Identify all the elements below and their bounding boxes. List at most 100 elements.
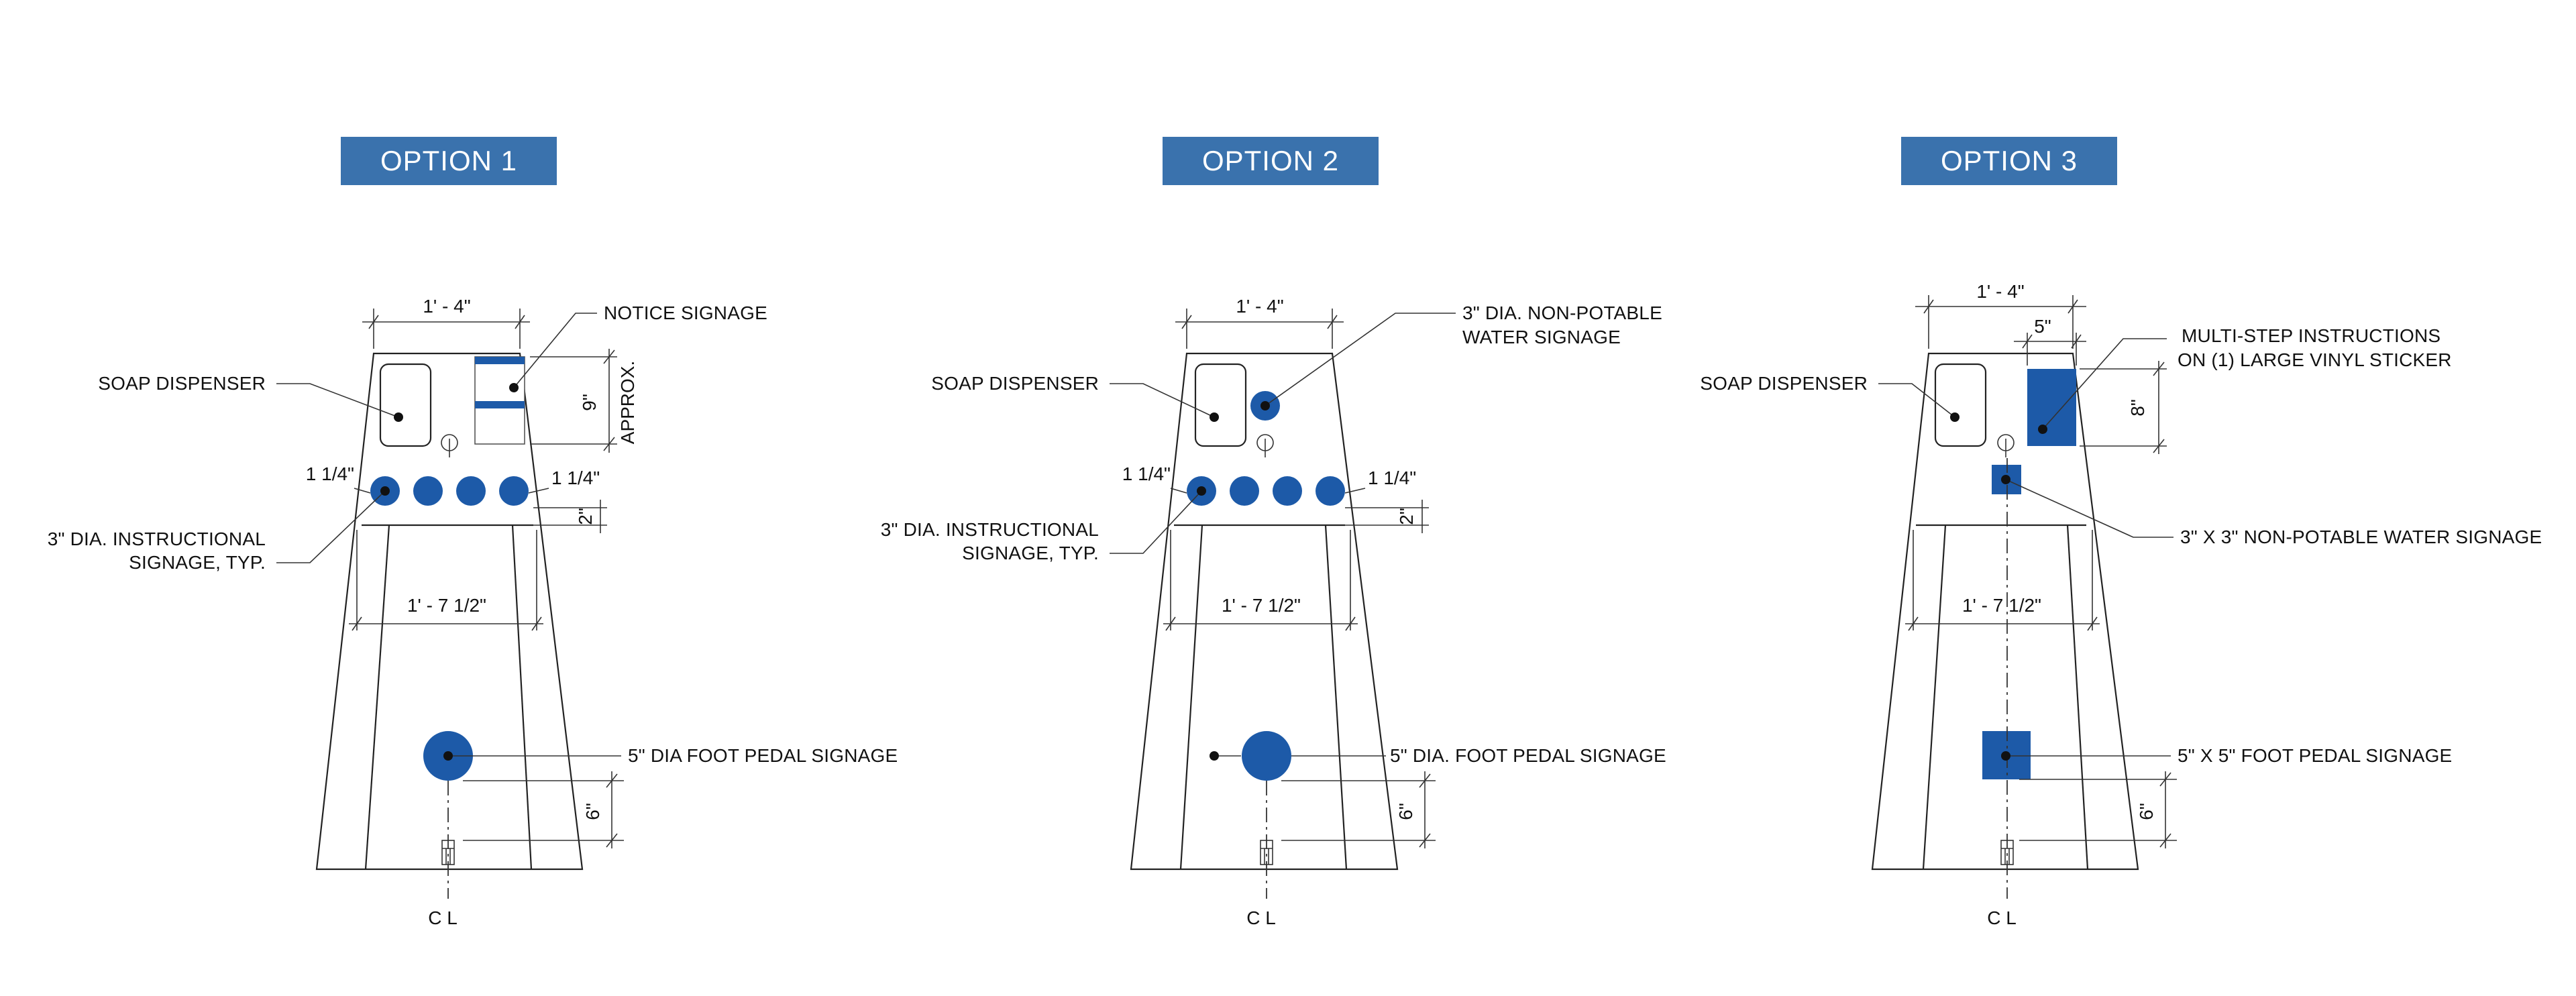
option-1-header: OPTION 1 — [341, 137, 557, 185]
option-1-left-lower-label-0: 3" DIA. INSTRUCTIONAL — [48, 529, 266, 549]
option-3-multi-step-sticker — [2027, 369, 2076, 446]
option-2-soap-label: SOAP DISPENSER — [931, 373, 1099, 394]
option-1-header-text: OPTION 1 — [380, 145, 517, 176]
option-3-soap-leader: SOAP DISPENSER — [1700, 373, 1960, 422]
option-3-foot-label: 5" X 5" FOOT PEDAL SIGNAGE — [2178, 745, 2452, 766]
option-3-dim-top-width-text: 1' - 4" — [1976, 281, 2024, 302]
option-3-dim-6-text: 6" — [2136, 803, 2157, 820]
option-3-header: OPTION 3 — [1901, 137, 2117, 185]
option-1-instructional-leader: 3" DIA. INSTRUCTIONAL SIGNAGE, TYP. — [48, 486, 390, 573]
option-1-dim-9-text: 9" — [579, 394, 600, 411]
option-1-dim-9: 9" APPROX. — [530, 349, 638, 453]
option-2-dim-top-width-text: 1' - 4" — [1236, 296, 1283, 317]
option-1-instructional-sign-2 — [413, 476, 443, 506]
option-2-dim-bottom-width-text: 1' - 7 1/2" — [1222, 595, 1301, 616]
option-3-cl-text: C L — [1987, 907, 2017, 928]
option-2-station-outline — [1130, 352, 1399, 871]
option-3-dim-8-text: 8" — [2127, 399, 2148, 417]
option-1-dim-bottom-width-text: 1' - 7 1/2" — [407, 595, 486, 616]
option-2-top-right-label-0: 3" DIA. NON-POTABLE — [1462, 302, 1662, 323]
option-1-top-right-label-0: NOTICE SIGNAGE — [604, 302, 767, 323]
option-1-cl-symbol: C L — [428, 907, 458, 928]
option-2-dim-bottom-width: 1' - 7 1/2" — [1163, 530, 1358, 631]
option-2-foot-pedal-signage — [1242, 731, 1291, 781]
option-2-elevation: OPTION 2 C L — [881, 137, 1666, 928]
option-2-instructional-sign-2 — [1230, 476, 1259, 506]
option-3-dim-top-width: 1' - 4" — [1915, 281, 2086, 349]
option-3-foot-leader: 5" X 5" FOOT PEDAL SIGNAGE — [2001, 745, 2452, 766]
option-3-station-outline — [1871, 352, 2139, 871]
option-1-dim-2: 2" — [533, 500, 607, 533]
option-2-instructional-leader: 3" DIA. INSTRUCTIONAL SIGNAGE, TYP. — [881, 486, 1206, 563]
option-2-cl-text: C L — [1246, 907, 1276, 928]
option-3-soap-label: SOAP DISPENSER — [1700, 373, 1868, 394]
option-2-non-potable-leader: 3" DIA. NON-POTABLE WATER SIGNAGE — [1260, 302, 1662, 410]
option-1-soap-dispenser — [379, 363, 432, 447]
option-2-instructional-sign-4 — [1316, 476, 1345, 506]
option-3-sticker-leader: MULTI-STEP INSTRUCTIONS ON (1) LARGE VIN… — [2038, 325, 2452, 434]
option-1-elevation: OPTION 1 — [48, 137, 898, 928]
option-3-dim-5: 5" — [2014, 316, 2086, 366]
option-1-header-bg — [341, 137, 557, 185]
option-2-top-right-label-1: WATER SIGNAGE — [1462, 327, 1621, 347]
option-2-header: OPTION 2 — [1163, 137, 1379, 185]
option-1-instructional-sign-3 — [456, 476, 486, 506]
option-2-dim-2-text: 2" — [1396, 508, 1417, 525]
option-2-left-lower-label-0: 3" DIA. INSTRUCTIONAL — [881, 519, 1099, 540]
option-2-dim-spacing-right: 1 1/4" — [1368, 467, 1416, 488]
option-1-dim-spacing-left: 1 1/4" — [306, 463, 354, 484]
option-2-header-bg — [1163, 137, 1379, 185]
option-2-faucet-icon — [1256, 434, 1274, 457]
option-2-dim-top-width: 1' - 4" — [1175, 296, 1344, 349]
option-3-dim-bottom-width: 1' - 7 1/2" — [1905, 530, 2100, 631]
option-2-instructional-signage — [1187, 476, 1345, 506]
option-2-dim-6-text: 6" — [1395, 803, 1416, 820]
option-1-dim-6-text: 6" — [582, 803, 603, 820]
option-2-header-text: OPTION 2 — [1202, 145, 1339, 176]
option-3-mid-right-label: 3" X 3" NON-POTABLE WATER SIGNAGE — [2180, 527, 2542, 547]
option-1-dim-top-width: 1' - 4" — [362, 296, 530, 349]
option-2-left-lower-label-1: SIGNAGE, TYP. — [962, 543, 1099, 563]
option-1-left-lower-label-1: SIGNAGE, TYP. — [129, 552, 266, 573]
option-1-instructional-signage — [370, 476, 529, 506]
option-1-foot-pedal-icon — [441, 840, 455, 865]
option-2-dim-spacing-left: 1 1/4" — [1122, 463, 1171, 484]
option-3-faucet-icon — [1997, 434, 2015, 457]
option-3-dim-5-text: 5" — [2034, 316, 2051, 337]
option-2-foot-label: 5" DIA. FOOT PEDAL SIGNAGE — [1390, 745, 1666, 766]
option-1-cl-text: C L — [428, 907, 458, 928]
option-1-dim-top-width-text: 1' - 4" — [423, 296, 470, 317]
option-2-foot-pedal-icon — [1260, 840, 1273, 865]
option-3-dim-6: 6" — [2019, 771, 2177, 848]
option-2-dim-6: 6" — [1281, 771, 1436, 848]
option-1-notice-signage — [474, 356, 525, 445]
option-1-soap-leader: SOAP DISPENSER — [98, 373, 403, 422]
option-2-instructional-sign-3 — [1273, 476, 1302, 506]
option-3-dim-bottom-width-text: 1' - 7 1/2" — [1962, 595, 2041, 616]
option-1-approx-text: APPROX. — [617, 361, 638, 444]
option-2-soap-dispenser — [1194, 363, 1247, 447]
option-3-header-text: OPTION 3 — [1941, 145, 2078, 176]
option-1-notice-leader: NOTICE SIGNAGE — [509, 302, 767, 392]
option-3-elevation: OPTION 3 C L 1' - — [1700, 137, 2542, 928]
option-3-foot-pedal-icon — [2000, 840, 2014, 865]
option-1-foot-leader: 5" DIA FOOT PEDAL SIGNAGE — [443, 745, 898, 766]
option-1-instructional-sign-4 — [499, 476, 529, 506]
option-1-dim-6: 6" — [463, 771, 624, 848]
option-1-dim-bottom-width: 1' - 7 1/2" — [349, 530, 543, 631]
option-3-soap-dispenser — [1934, 363, 1987, 447]
option-1-soap-label: SOAP DISPENSER — [98, 373, 266, 394]
option-2-soap-leader: SOAP DISPENSER — [931, 373, 1219, 422]
option-1-dim-spacing-right: 1 1/4" — [551, 467, 600, 488]
option-2-dim-2: 2" — [1345, 500, 1429, 533]
option-1-dim-2-text: 2" — [575, 508, 596, 525]
option-3-top-right-label-1: ON (1) LARGE VINYL STICKER — [2178, 349, 2452, 370]
option-3-header-bg — [1901, 137, 2117, 185]
option-3-dim-8: 8" — [2080, 361, 2167, 454]
option-3-top-right-label-0: MULTI-STEP INSTRUCTIONS — [2182, 325, 2440, 346]
option-1-station-outline — [315, 352, 584, 871]
option-3-non-potable-leader: 3" X 3" NON-POTABLE WATER SIGNAGE — [2001, 475, 2542, 547]
option-1-faucet-icon — [441, 434, 458, 457]
option-2-foot-leader: 5" DIA. FOOT PEDAL SIGNAGE — [1210, 745, 1666, 766]
